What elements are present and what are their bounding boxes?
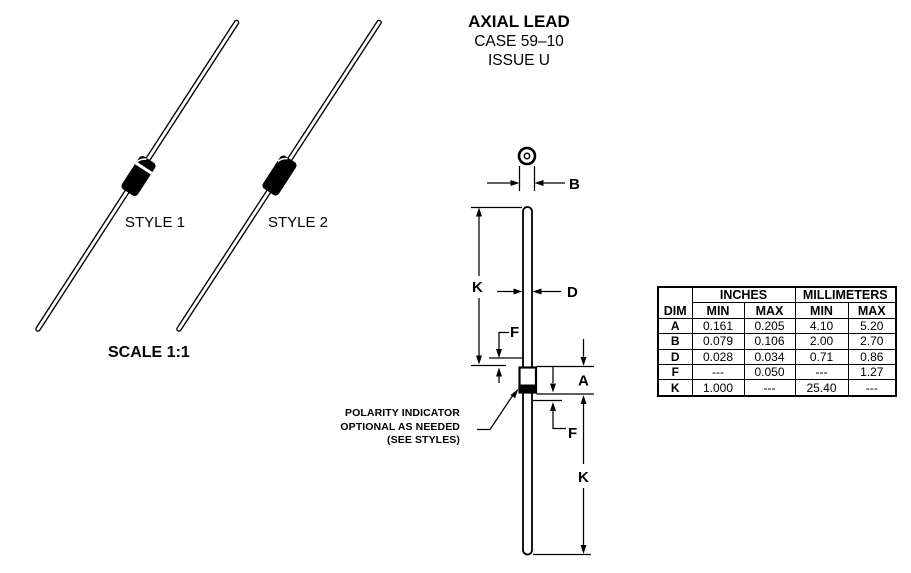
cell-dim: D [657,348,693,365]
table-column-header-row: MIN MAX MIN MAX [658,302,897,319]
cell-mm-min: 25.40 [794,379,849,397]
cell-in-max: 0.050 [743,363,796,381]
dimension-k-upper-label: K [472,279,483,296]
cell-mm-min: --- [794,363,849,381]
cell-in-min: 0.161 [691,317,745,335]
cell-in-max: 0.205 [743,317,796,335]
style1-label: STYLE 1 [125,214,186,231]
dimension-f-lower [533,367,566,430]
cell-dim: K [657,379,693,397]
polarity-note-line2: OPTIONAL AS NEEDED [340,420,460,433]
cell-mm-min: 2.00 [794,333,849,350]
polarity-note: POLARITY INDICATOR OPTIONAL AS NEEDED (S… [260,407,460,448]
cell-dim: B [657,333,693,350]
cell-mm-max: 5.20 [847,317,897,335]
table-row: F --- 0.050 --- 1.27 [657,363,897,381]
style1-diode-body [121,156,156,196]
dimension-f-upper-label: F [510,324,519,341]
dimension-f-lower-label: F [568,425,577,442]
col-header-in-min: MIN [691,302,745,319]
cell-in-max: --- [743,379,796,397]
cell-mm-max: 0.86 [847,348,897,365]
cell-mm-min: 0.71 [794,348,849,365]
table-row: B 0.079 0.106 2.00 2.70 [657,333,897,350]
style2-label: STYLE 2 [268,214,329,231]
cell-in-max: 0.034 [743,348,796,365]
style2-diode-figure [176,19,382,332]
case-number: CASE 59–10 [474,33,564,50]
unit-header-inches: INCHES [691,286,796,304]
col-header-in-max: MAX [743,302,796,319]
style1-diode-figure [35,19,240,332]
dimension-table: DIM INCHES MILLIMETERS MIN MAX MIN MAX A… [657,286,897,397]
cell-in-min: 0.079 [691,333,745,350]
table-row: K 1.000 --- 25.40 --- [657,379,897,397]
lead-end-view [517,146,537,166]
polarity-note-line3: (SEE STYLES) [387,434,460,446]
unit-header-millimeters: MILLIMETERS [794,286,897,304]
issue-revision: ISSUE U [487,52,550,69]
col-header-mm-min: MIN [794,302,849,319]
dimension-k-lower [533,402,591,556]
scale-label: SCALE 1:1 [108,344,190,361]
polarity-band [518,384,537,392]
style1-polarity-band [134,161,153,175]
cell-mm-max: 2.70 [847,333,897,350]
dimension-a-label: A [578,373,589,390]
cell-in-min: 1.000 [691,379,745,397]
table-row: D 0.028 0.034 0.71 0.86 [657,348,897,365]
table-row: A 0.161 0.205 4.10 5.20 [657,317,897,335]
dimension-d-label: D [567,284,578,301]
dimension-f-upper [471,331,523,383]
cell-dim: A [657,317,693,335]
cell-mm-max: --- [847,379,897,397]
style2-diode-body [262,155,297,196]
dimension-b-label: B [569,176,580,193]
body-outline [518,366,538,394]
dimension-b [487,166,565,191]
cell-dim: F [657,363,693,381]
col-header-dim: DIM [657,286,693,319]
page-title: AXIAL LEAD [468,12,570,31]
polarity-note-line1: POLARITY INDICATOR [345,407,460,419]
polarity-leader-line [477,388,519,431]
dimension-k-upper [471,206,522,365]
col-header-mm-max: MAX [847,302,897,319]
title-block: AXIAL LEAD CASE 59–10 ISSUE U [409,12,629,70]
dimension-a [536,339,594,404]
cell-mm-min: 4.10 [794,317,849,335]
cell-mm-max: 1.27 [847,363,897,381]
cell-in-min: 0.028 [691,348,745,365]
table-unit-header-row: DIM INCHES MILLIMETERS [657,286,897,319]
dimension-k-lower-label: K [578,469,589,486]
cell-in-min: --- [691,363,745,381]
dimension-d [497,288,561,295]
cell-in-max: 0.106 [743,333,796,350]
